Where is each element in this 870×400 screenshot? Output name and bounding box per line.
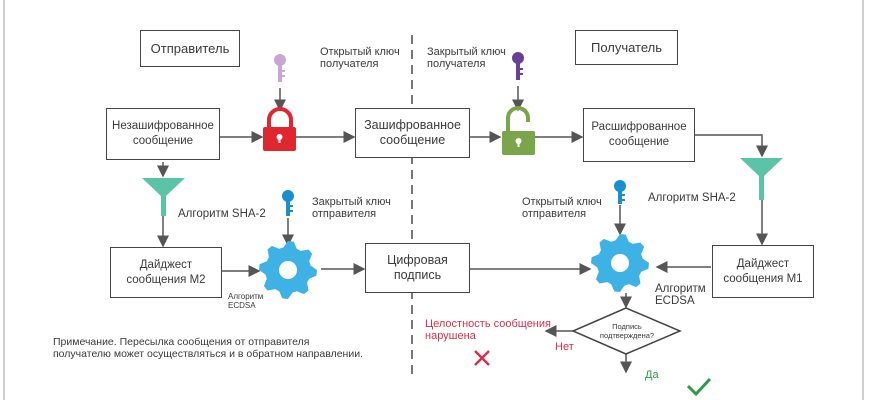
check-icon (686, 377, 712, 397)
key-icon (512, 52, 524, 80)
key-icon (614, 180, 626, 204)
text-line: Целостность сообщения (425, 318, 551, 330)
text-line: Подпись (612, 322, 642, 331)
text-line: подпись (393, 268, 442, 282)
decrypted-message-box: Расшифрованное сообщение (583, 108, 695, 162)
gear-icon (591, 234, 649, 292)
text-line: сообщения M1 (723, 272, 803, 285)
text-line: Примечание. Пересылка сообщения от отпра… (53, 336, 310, 348)
text-line: нарушена (425, 330, 476, 342)
text-line: сообщения M2 (126, 273, 206, 286)
sha-right-label: Алгоритм SHA-2 (648, 192, 736, 204)
text-line: подтверждена? (599, 331, 655, 340)
text-line: Цифровая (387, 253, 448, 267)
text-line: отправителя (312, 208, 377, 220)
text-line: Открытый ключ (522, 196, 602, 208)
text-line: сообщение (608, 136, 670, 148)
text-line: получателю может осуществляться и в обра… (53, 348, 363, 360)
cross-icon (474, 350, 490, 366)
sender-label: Отправитель (150, 41, 230, 56)
text-line: Алгоритм (655, 283, 706, 295)
funnel-icon (142, 178, 185, 216)
text-line: Закрытый ключ (427, 46, 506, 58)
text-line: Зашифрованное (364, 118, 461, 132)
text-line: Закрытый ключ (312, 196, 391, 208)
text-line: ECDSA (655, 295, 695, 307)
funnel-icon (740, 158, 783, 200)
text-line: Открытый ключ (320, 46, 400, 58)
lock-closed-icon (263, 107, 296, 151)
key-icon (274, 54, 286, 82)
text-line: Дайджест (139, 258, 193, 271)
yes-label: Да (645, 369, 659, 381)
text-line: Незашифрованное (112, 120, 214, 132)
receiver-label: Получатель (590, 40, 663, 55)
sender-box: Отправитель (140, 30, 240, 67)
frame (3, 0, 864, 400)
arrow (695, 134, 768, 158)
receiver-box: Получатель (575, 30, 678, 65)
text-line: сообщение (132, 135, 194, 147)
text-line: получателя (320, 58, 379, 70)
key-icon (282, 190, 294, 216)
digest-m1-box: Дайджест сообщения M1 (712, 245, 814, 298)
digest-m2-box: Дайджест сообщения M2 (110, 247, 222, 298)
text-line: Алгоритм (228, 292, 264, 301)
plain-message-box: Незашифрованное сообщение (106, 108, 220, 160)
text-line: сообщение (379, 133, 446, 147)
text-line: Расшифрованное (591, 121, 687, 133)
lock-open-icon (502, 106, 535, 155)
gear-icon (259, 241, 317, 299)
text-line: отправителя (522, 208, 587, 220)
gear-hole (279, 261, 297, 279)
text-line: получателя (427, 58, 486, 70)
text-line: Дайджест (736, 257, 790, 270)
sha-left-label: Алгоритм SHA-2 (178, 208, 266, 220)
no-label: Нет (555, 341, 574, 353)
gear-hole (611, 254, 629, 272)
text-line: ECDSA (228, 301, 256, 310)
decision-diamond (571, 307, 682, 355)
note-text: Примечание. Пересылка сообщения от отпра… (53, 336, 363, 360)
